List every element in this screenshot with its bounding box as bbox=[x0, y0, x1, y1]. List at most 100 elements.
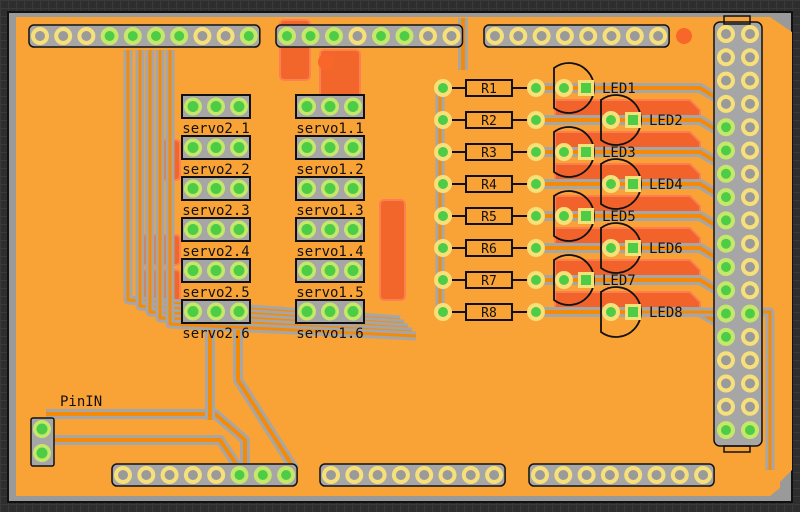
servo-pin[interactable] bbox=[347, 306, 359, 317]
header-pin[interactable] bbox=[745, 98, 755, 109]
header-pin[interactable] bbox=[745, 355, 755, 366]
header-pin[interactable] bbox=[35, 31, 45, 41]
header-pin[interactable] bbox=[151, 31, 161, 41]
resistor-pad-right[interactable] bbox=[527, 175, 545, 193]
header-pin[interactable] bbox=[745, 168, 755, 179]
header-pin[interactable] bbox=[721, 122, 731, 133]
header-pin[interactable] bbox=[698, 470, 709, 480]
header-pin[interactable] bbox=[745, 122, 755, 133]
servo-pin[interactable] bbox=[187, 224, 199, 235]
header-top-left[interactable] bbox=[28, 24, 261, 48]
servo-pin[interactable] bbox=[324, 101, 336, 112]
header-pin[interactable] bbox=[745, 75, 755, 86]
header-pin[interactable] bbox=[376, 31, 386, 41]
servo-pin[interactable] bbox=[324, 142, 336, 153]
header-bottom-right[interactable] bbox=[528, 463, 715, 487]
led-pad-anode[interactable] bbox=[555, 207, 573, 225]
header-pin[interactable] bbox=[127, 31, 138, 41]
servo-pin[interactable] bbox=[210, 265, 222, 276]
header-pin[interactable] bbox=[220, 31, 231, 41]
header-pin[interactable] bbox=[197, 31, 208, 41]
servo-header[interactable] bbox=[295, 94, 365, 119]
header-top-mid[interactable] bbox=[275, 24, 464, 48]
servo-header[interactable] bbox=[181, 217, 251, 242]
servo-pin[interactable] bbox=[233, 142, 245, 153]
header-pin[interactable] bbox=[721, 52, 731, 63]
header-pin[interactable] bbox=[559, 31, 570, 41]
header-pin[interactable] bbox=[372, 470, 383, 480]
header-pin[interactable] bbox=[606, 31, 617, 41]
resistor-pad-right[interactable] bbox=[527, 271, 545, 289]
header-pin[interactable] bbox=[581, 470, 592, 480]
header-bottom-mid[interactable] bbox=[319, 463, 506, 487]
resistor-pad-left[interactable] bbox=[434, 79, 452, 97]
led-pad-cathode[interactable] bbox=[625, 240, 641, 256]
header-pin[interactable] bbox=[745, 238, 755, 249]
resistor-pad-left[interactable] bbox=[434, 271, 452, 289]
header-pin[interactable] bbox=[721, 401, 731, 412]
resistor-pad-left[interactable] bbox=[434, 175, 452, 193]
servo-pin[interactable] bbox=[210, 224, 222, 235]
led-pad-anode[interactable] bbox=[555, 79, 573, 97]
header-pin[interactable] bbox=[745, 192, 755, 203]
led-pad-anode[interactable] bbox=[555, 143, 573, 161]
servo-pin[interactable] bbox=[187, 183, 199, 194]
servo-header[interactable] bbox=[181, 258, 251, 283]
resistor-pad-right[interactable] bbox=[527, 207, 545, 225]
header-pin[interactable] bbox=[489, 470, 500, 480]
servo-pin[interactable] bbox=[324, 265, 336, 276]
servo-pin[interactable] bbox=[210, 183, 222, 194]
header-pin[interactable] bbox=[604, 470, 615, 480]
servo-pin[interactable] bbox=[187, 306, 199, 317]
header-pin[interactable] bbox=[745, 215, 755, 226]
resistor-pad-left[interactable] bbox=[434, 239, 452, 257]
header-pin[interactable] bbox=[721, 29, 731, 39]
servo-pin[interactable] bbox=[301, 224, 313, 235]
led-pad-cathode[interactable] bbox=[625, 176, 641, 192]
header-pin[interactable] bbox=[465, 470, 476, 480]
header-pin[interactable] bbox=[352, 31, 363, 41]
servo-pin[interactable] bbox=[233, 306, 245, 317]
servo-pin[interactable] bbox=[233, 183, 245, 194]
header-pin[interactable] bbox=[674, 470, 685, 480]
header-top-right[interactable] bbox=[483, 24, 670, 48]
header-pin[interactable] bbox=[81, 31, 92, 41]
servo-pin[interactable] bbox=[210, 306, 222, 317]
header-pin[interactable] bbox=[721, 192, 731, 203]
servo-pin[interactable] bbox=[347, 183, 359, 194]
servo-header[interactable] bbox=[295, 258, 365, 283]
header-pin[interactable] bbox=[721, 262, 731, 272]
pinin-pin[interactable] bbox=[36, 423, 48, 435]
header-pin[interactable] bbox=[419, 470, 430, 480]
header-pin[interactable] bbox=[513, 31, 524, 41]
header-pin[interactable] bbox=[721, 425, 731, 436]
header-pin[interactable] bbox=[104, 31, 115, 41]
servo-header[interactable] bbox=[181, 135, 251, 160]
header-pin[interactable] bbox=[399, 31, 410, 41]
header-pin[interactable] bbox=[558, 470, 569, 480]
led-pad-anode[interactable] bbox=[602, 111, 620, 129]
header-pin[interactable] bbox=[281, 470, 292, 480]
header-pin[interactable] bbox=[721, 145, 731, 156]
resistor-pad-left[interactable] bbox=[434, 111, 452, 129]
servo-pin[interactable] bbox=[187, 101, 199, 112]
servo-header[interactable] bbox=[295, 176, 365, 201]
resistor-pad-left[interactable] bbox=[434, 303, 452, 321]
header-pin[interactable] bbox=[721, 308, 731, 319]
header-bottom-left[interactable] bbox=[111, 463, 298, 487]
header-pin[interactable] bbox=[721, 75, 731, 86]
servo-pin[interactable] bbox=[233, 224, 245, 235]
header-pin[interactable] bbox=[446, 31, 457, 41]
header-pin[interactable] bbox=[243, 31, 254, 41]
resistor-pad-left[interactable] bbox=[434, 207, 452, 225]
header-pin[interactable] bbox=[141, 470, 152, 480]
header-pin[interactable] bbox=[629, 31, 640, 41]
servo-pin[interactable] bbox=[301, 183, 313, 194]
header-pin[interactable] bbox=[745, 378, 755, 389]
servo-pin[interactable] bbox=[301, 142, 313, 153]
servo-pin[interactable] bbox=[210, 142, 222, 153]
servo-header[interactable] bbox=[295, 135, 365, 160]
led-pad-anode[interactable] bbox=[602, 239, 620, 257]
pinin-connector[interactable] bbox=[30, 417, 55, 467]
header-pin[interactable] bbox=[745, 262, 755, 272]
